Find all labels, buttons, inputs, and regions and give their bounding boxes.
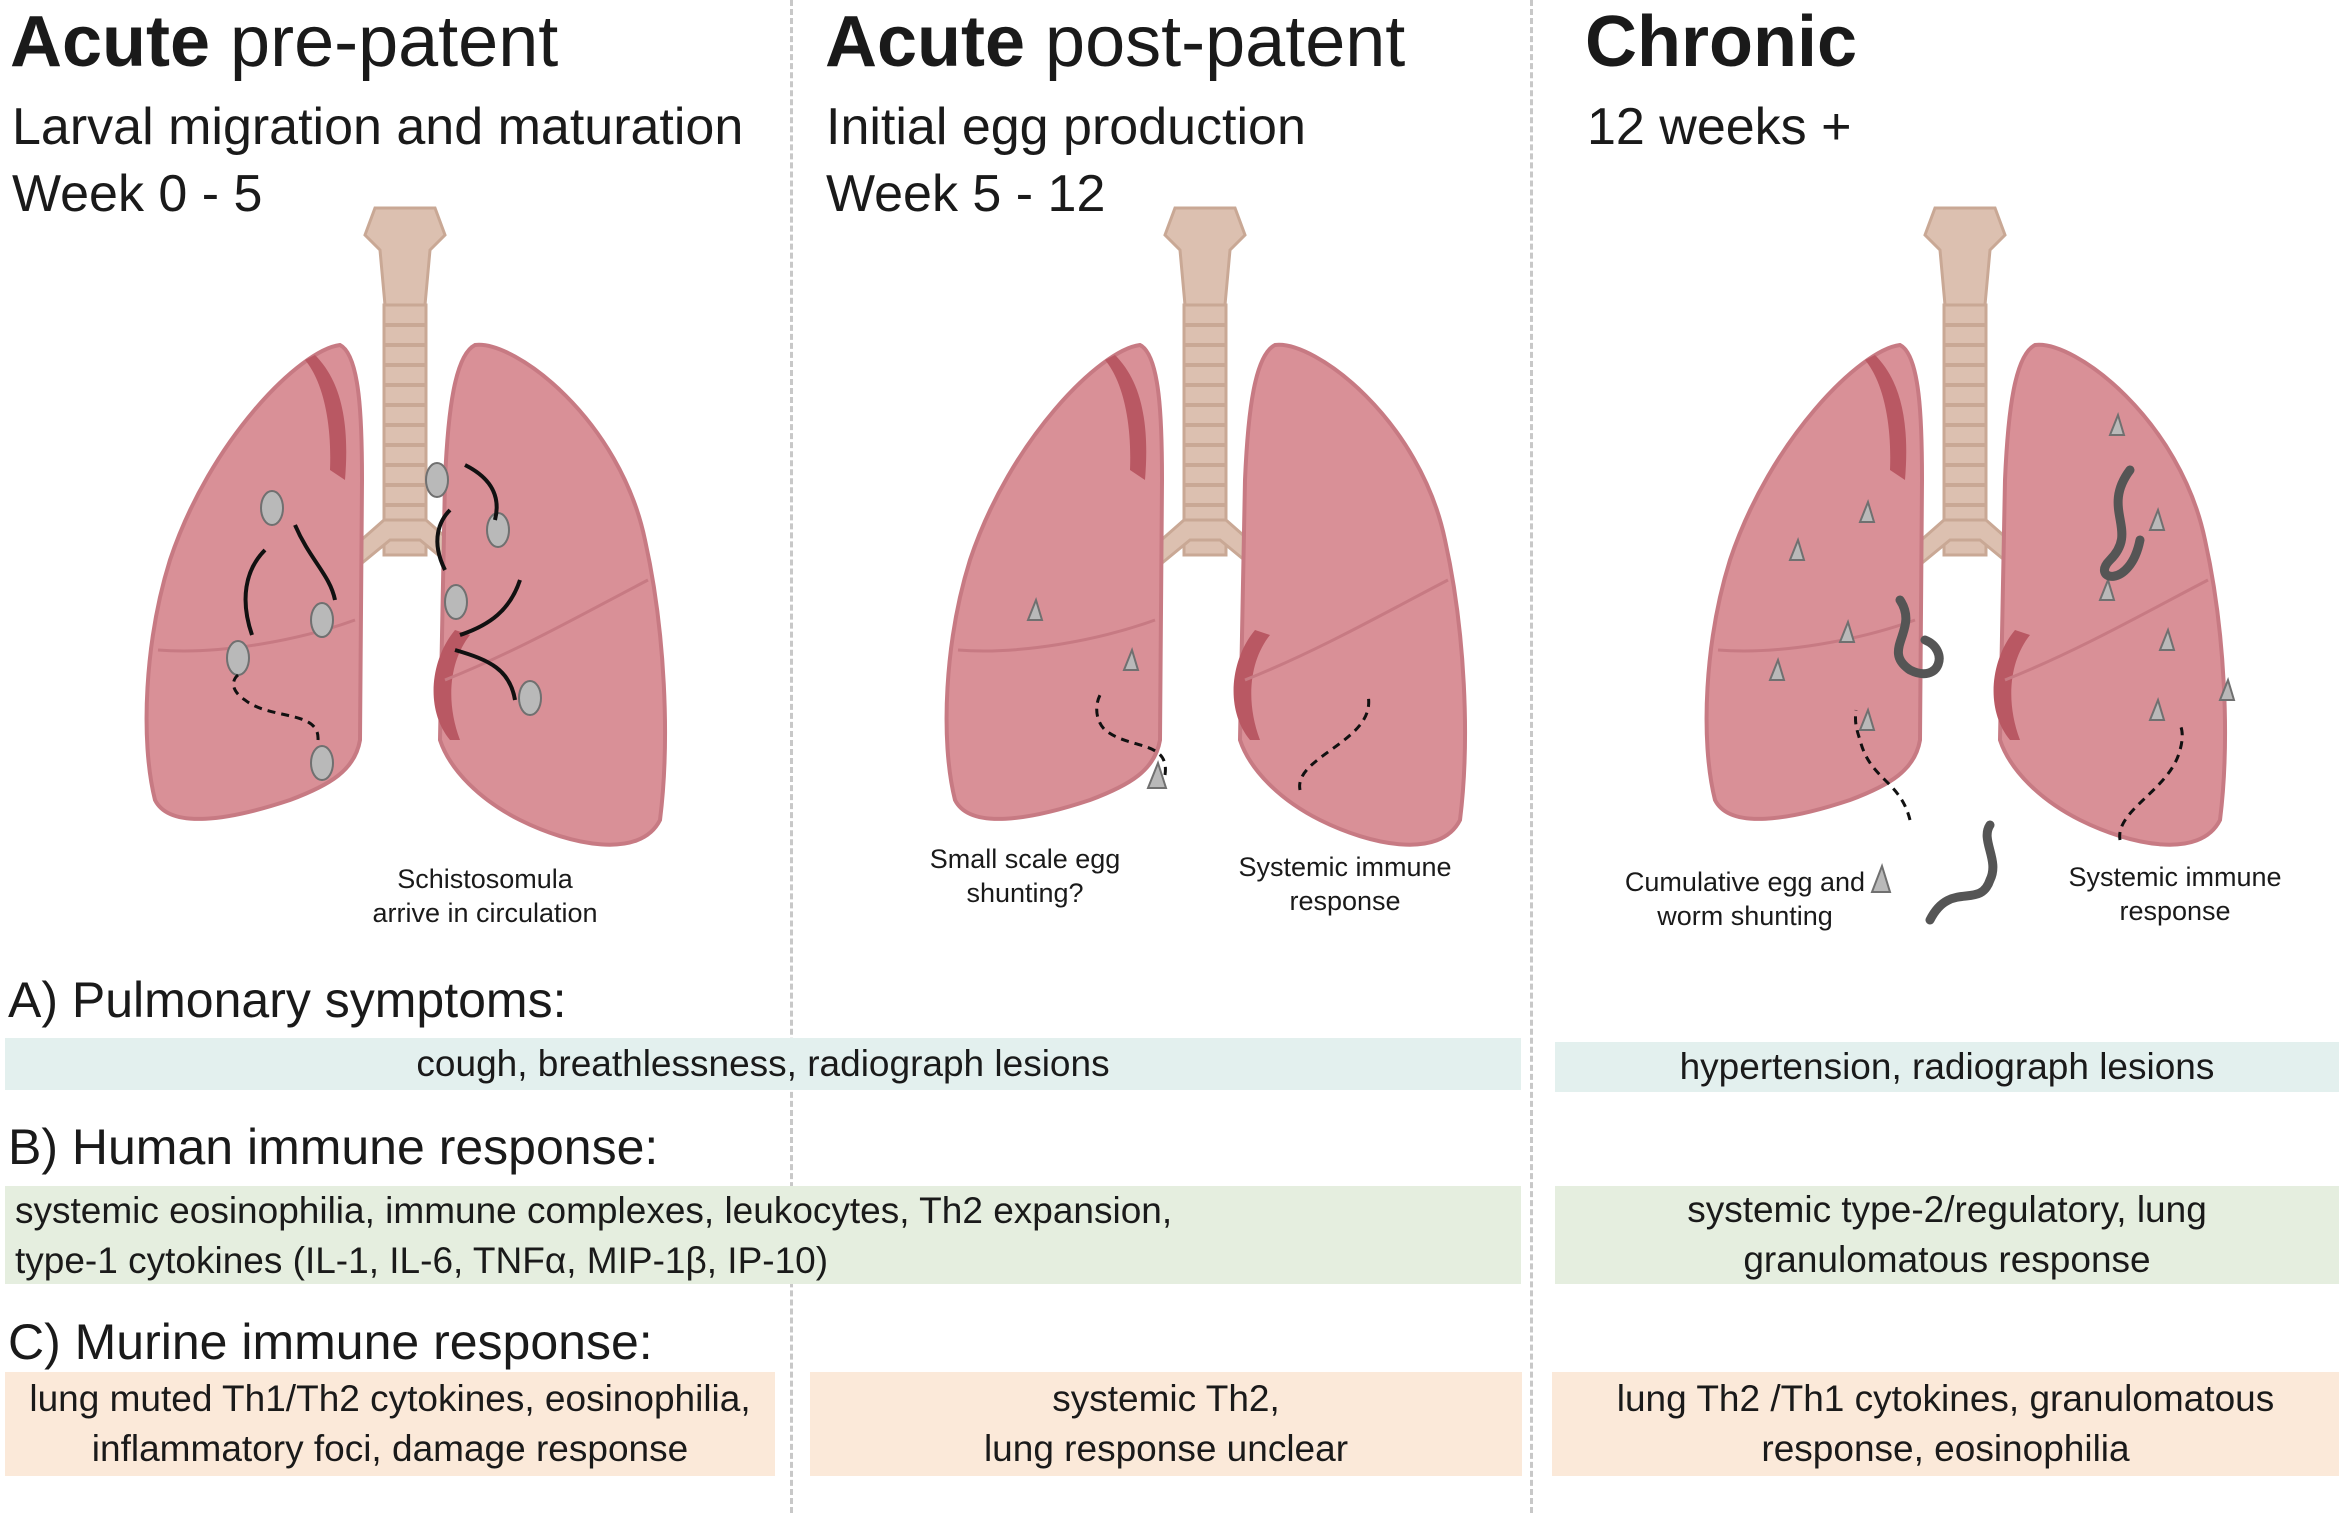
pulmonary-chronic-box: hypertension, radiograph lesions — [1555, 1042, 2339, 1092]
stage-2-week: Week 5 - 12 — [826, 165, 1106, 223]
stage-2-title: Acute post-patent — [825, 2, 1406, 82]
stage-3-subtitle: 12 weeks + — [1587, 98, 1852, 156]
murine-immune-pre-box: lung muted Th1/Th2 cytokines, eosinophil… — [5, 1372, 775, 1476]
stage-1-subtitle: Larval migration and maturation — [12, 98, 744, 156]
lungs-panel-pre-patent — [144, 206, 667, 847]
lungs-panel-post-patent — [944, 206, 1467, 847]
human-immune-acute-box: systemic eosinophilia, immune complexes,… — [5, 1186, 1521, 1284]
column-divider-2 — [1530, 0, 1533, 1513]
stage-2-subtitle: Initial egg production — [826, 98, 1306, 156]
section-b-label: B) Human immune response: — [8, 1119, 659, 1175]
murine-immune-post-box: systemic Th2,lung response unclear — [810, 1372, 1522, 1476]
column-divider-1 — [790, 0, 793, 1513]
section-a-label: A) Pulmonary symptoms: — [8, 972, 567, 1028]
section-c-label: C) Murine immune response: — [8, 1314, 653, 1370]
lungs-panel-chronic — [1704, 206, 2236, 925]
stage-3-title: Chronic — [1585, 2, 1858, 82]
pulmonary-acute-box: cough, breathlessness, radiograph lesion… — [5, 1038, 1521, 1090]
stage-1-title: Acute pre-patent — [10, 2, 559, 82]
stage-1-week: Week 0 - 5 — [12, 165, 263, 223]
